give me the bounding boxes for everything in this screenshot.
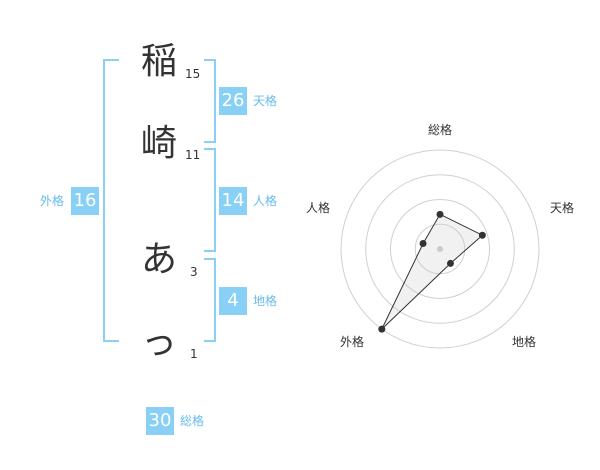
radar-axis-label-gaikaku: 外格 [340, 334, 364, 349]
stroke-count-1: 15 [185, 67, 201, 81]
tenkaku-bracket [204, 59, 216, 143]
gaikaku-bracket [103, 59, 119, 342]
chikaku-label: 地格 [253, 294, 278, 308]
radar-axis-label-tenkaku: 天格 [550, 200, 574, 215]
radar-axis-label-jinkaku: 人格 [306, 200, 330, 215]
name-char-3: あ [140, 239, 177, 280]
radar-point-soukaku [436, 210, 444, 218]
radar-ring-2 [390, 199, 490, 299]
name-char-4: っ [140, 322, 177, 363]
gaikaku-value-badge: 16 [71, 187, 99, 215]
soukaku-value-badge: 30 [146, 407, 174, 435]
chikaku-bracket [204, 258, 216, 342]
radar-ring-4 [340, 149, 540, 349]
soukaku-label: 総格 [180, 414, 205, 428]
radar-axis-label-chikaku: 地格 [512, 334, 536, 349]
radar-center [437, 246, 443, 252]
chikaku-value-badge: 4 [219, 287, 247, 315]
stroke-count-3: 3 [190, 265, 198, 279]
radar-point-tenkaku [478, 231, 486, 239]
name-char-2: 崎 [140, 123, 177, 164]
name-char-1: 稲 [140, 41, 177, 82]
stroke-count-4: 1 [190, 347, 198, 361]
jinkaku-bracket [204, 148, 216, 252]
jinkaku-label: 人格 [253, 194, 278, 208]
radar-polygon [381, 213, 484, 330]
radar-axis-label-soukaku: 総格 [428, 122, 452, 137]
tenkaku-value-badge: 26 [219, 87, 247, 115]
stroke-count-2: 11 [185, 148, 201, 162]
jinkaku-value-badge: 14 [219, 187, 247, 215]
radar-point-gaikaku [378, 325, 386, 333]
tenkaku-label: 天格 [253, 94, 278, 108]
gaikaku-label: 外格 [40, 194, 65, 208]
radar-point-jinkaku [419, 239, 427, 247]
radar-ring-3 [365, 174, 515, 324]
radar-point-chikaku [446, 259, 454, 267]
